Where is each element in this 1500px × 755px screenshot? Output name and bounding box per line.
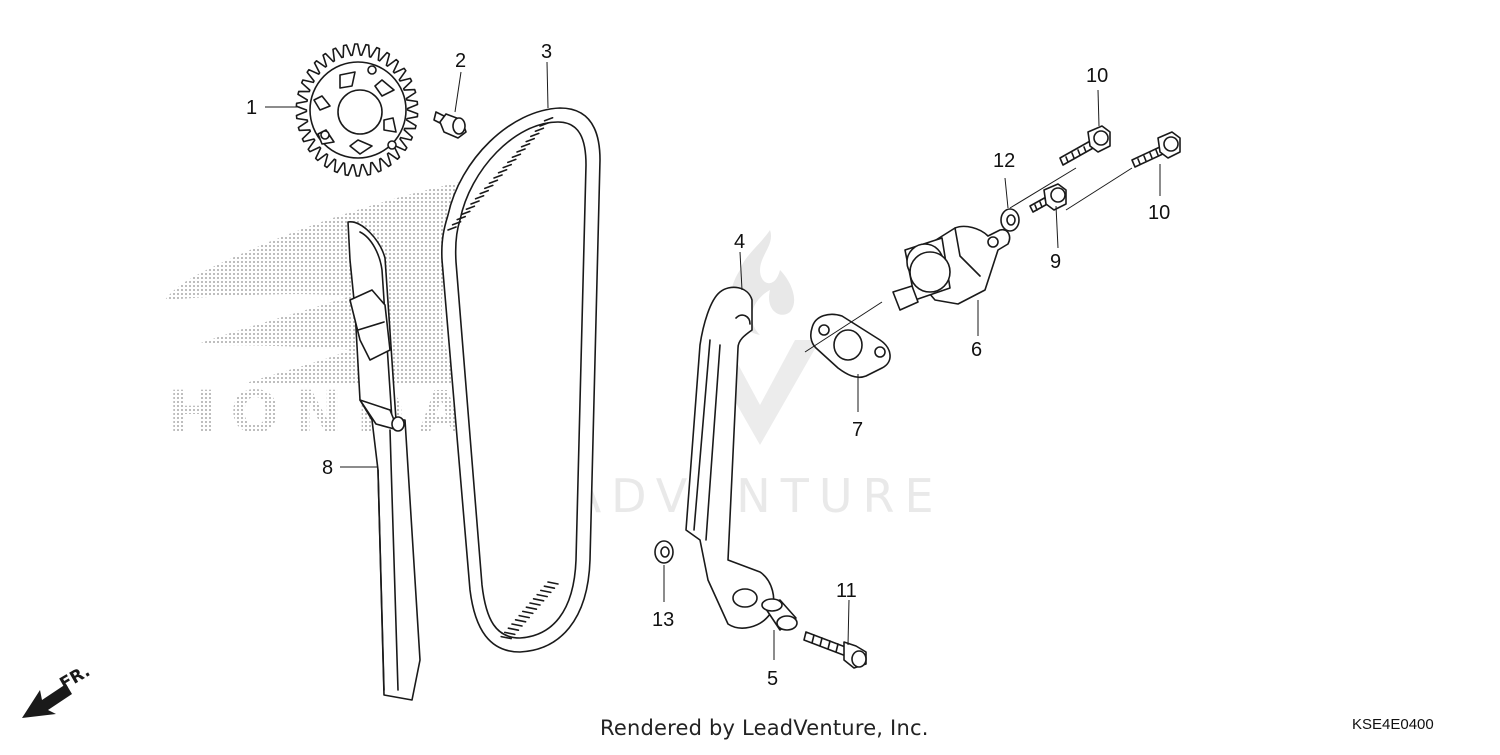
callout-1: 1 [246,97,257,119]
callout-9: 9 [1050,251,1061,273]
leader-line-10a [1097,89,1100,127]
callout-10-upper: 10 [1086,65,1108,87]
leader-line-4 [739,251,743,291]
callout-3: 3 [541,41,552,63]
callout-5: 5 [767,668,778,690]
leader-line-10b-axis [1065,167,1133,211]
callout-4: 4 [734,231,745,253]
chain-guide [685,286,775,629]
callout-7: 7 [852,419,863,441]
honda-wing-watermark: HONDA [165,180,477,446]
tensioner-gasket [810,313,891,379]
tensioner-bolt-10b [1131,131,1181,168]
guide-collar [761,598,798,631]
sprocket-bolt [433,111,467,139]
callout-12: 12 [993,150,1015,172]
cam-chain [441,107,601,653]
leader-line-12 [1004,177,1009,209]
cam-sprocket [295,43,419,177]
callout-8: 8 [322,457,333,479]
leader-line-10a-axis [1009,167,1077,209]
guide-washer [654,540,674,564]
callout-6: 6 [971,339,982,361]
front-direction-arrow: FR. [22,661,94,718]
leader-line-11 [847,599,850,646]
callout-10-lower: 10 [1148,202,1170,224]
leader-line-6a [804,301,883,353]
leader-line-2 [454,71,462,113]
rendered-by-footer: Rendered by LeadVenture, Inc. [600,716,929,740]
tensioner-bolt-9 [1029,183,1067,213]
sealing-washer [1000,208,1020,232]
honda-wordmark-watermark: HONDA [168,378,477,446]
callout-11: 11 [836,580,857,602]
callout-2: 2 [455,50,466,72]
leader-line-9 [1055,205,1059,249]
pivot-bolt [803,631,867,669]
leader-line-3 [546,61,549,109]
tensioner-slipper [347,221,421,701]
callout-13: 13 [652,609,674,631]
tensioner-lifter [892,225,1011,311]
tensioner-bolt-10a [1059,125,1111,166]
diagram-code: KSE4E0400 [1352,716,1434,733]
